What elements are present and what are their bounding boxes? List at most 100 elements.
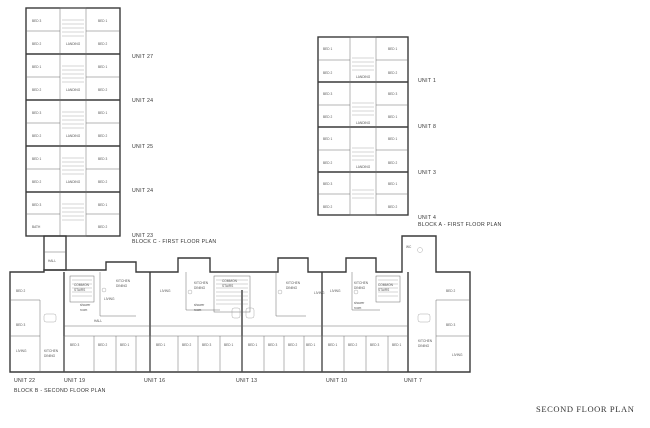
svg-text:BED 1: BED 1: [98, 65, 107, 69]
svg-text:BED 1: BED 1: [98, 203, 107, 207]
svg-text:shower: shower: [194, 303, 205, 307]
svg-text:LANDING: LANDING: [66, 88, 81, 92]
svg-text:STAIRS: STAIRS: [74, 288, 85, 292]
svg-text:BED 3: BED 3: [98, 157, 107, 161]
svg-text:shower: shower: [80, 303, 91, 307]
svg-text:BED 2: BED 2: [98, 225, 107, 229]
svg-text:BED 2: BED 2: [388, 205, 397, 209]
svg-text:BED 2: BED 2: [323, 115, 332, 119]
svg-text:BED 3: BED 3: [70, 343, 79, 347]
svg-text:BED 1: BED 1: [328, 343, 337, 347]
svg-text:BED 1: BED 1: [32, 65, 41, 69]
svg-text:KITCHEN: KITCHEN: [418, 339, 433, 343]
svg-text:BED 2: BED 2: [323, 205, 332, 209]
svg-text:KITCHEN: KITCHEN: [286, 281, 301, 285]
svg-text:BED 1: BED 1: [98, 19, 107, 23]
svg-text:BED 1: BED 1: [120, 343, 129, 347]
svg-text:STAIRS: STAIRS: [222, 284, 233, 288]
svg-text:BED 3: BED 3: [16, 323, 25, 327]
svg-text:LIVING: LIVING: [452, 353, 463, 357]
svg-text:BED 2: BED 2: [98, 180, 107, 184]
svg-text:LIVING: LIVING: [16, 349, 27, 353]
svg-text:KITCHEN: KITCHEN: [44, 349, 59, 353]
svg-text:LANDING: LANDING: [66, 134, 81, 138]
svg-text:BED 2: BED 2: [32, 134, 41, 138]
svg-text:BED 3: BED 3: [32, 203, 41, 207]
svg-text:LANDING: LANDING: [356, 121, 371, 125]
svg-text:DINING: DINING: [44, 354, 56, 358]
svg-text:BED 1: BED 1: [323, 137, 332, 141]
block-c-unit-label: UNIT 24: [132, 98, 153, 104]
svg-text:BED 2: BED 2: [348, 343, 357, 347]
svg-text:BATH: BATH: [32, 225, 41, 229]
block-b-unit-label: UNIT 16: [144, 378, 165, 384]
block-a-unit-label: UNIT 1: [418, 78, 436, 84]
svg-text:BED 2: BED 2: [32, 180, 41, 184]
svg-text:BED 2: BED 2: [288, 343, 297, 347]
svg-text:BED 2: BED 2: [388, 161, 397, 165]
svg-text:BED 2: BED 2: [98, 42, 107, 46]
svg-text:room: room: [194, 308, 202, 312]
svg-text:LIVING: LIVING: [160, 289, 171, 293]
svg-text:BED 1: BED 1: [388, 182, 397, 186]
svg-text:STAIRS: STAIRS: [378, 288, 389, 292]
svg-text:DINING: DINING: [116, 284, 128, 288]
svg-text:BED 1: BED 1: [248, 343, 257, 347]
svg-text:BED 3: BED 3: [446, 323, 455, 327]
block-a-caption: BLOCK A - FIRST FLOOR PLAN: [418, 222, 502, 228]
svg-text:BED 2: BED 2: [446, 289, 455, 293]
block-a-unit-label: UNIT 8: [418, 124, 436, 130]
svg-text:DINING: DINING: [194, 286, 206, 290]
block-c-unit-label: UNIT 27: [132, 54, 153, 60]
svg-text:COMMON: COMMON: [222, 279, 238, 283]
svg-text:BED 2: BED 2: [323, 71, 332, 75]
block-b-caption: BLOCK B - SECOND FLOOR PLAN: [14, 388, 106, 394]
svg-text:HALL: HALL: [94, 319, 102, 323]
block-b-unit-label: UNIT 22: [14, 378, 35, 384]
svg-text:LIVING: LIVING: [104, 297, 115, 301]
svg-text:LIVING: LIVING: [330, 289, 341, 293]
block-b-unit-label: UNIT 13: [236, 378, 257, 384]
svg-text:BED 2: BED 2: [98, 134, 107, 138]
svg-text:BED 3: BED 3: [32, 19, 41, 23]
block-c-unit-label: UNIT 23: [132, 233, 153, 239]
svg-text:BED 2: BED 2: [32, 42, 41, 46]
svg-text:BED 2: BED 2: [98, 88, 107, 92]
svg-text:LANDING: LANDING: [66, 42, 81, 46]
svg-text:BED 3: BED 3: [323, 92, 332, 96]
svg-text:LANDING: LANDING: [66, 180, 81, 184]
svg-text:BED 1: BED 1: [32, 157, 41, 161]
svg-text:BED 3: BED 3: [388, 92, 397, 96]
block-b-unit-label: UNIT 19: [64, 378, 85, 384]
svg-text:LIVING: LIVING: [314, 291, 325, 295]
svg-text:KITCHEN: KITCHEN: [116, 279, 131, 283]
block-b-unit-label: UNIT 10: [326, 378, 347, 384]
svg-text:HALL: HALL: [48, 259, 56, 263]
svg-text:KITCHEN: KITCHEN: [354, 281, 369, 285]
svg-text:KITCHEN: KITCHEN: [194, 281, 209, 285]
block-a-unit-label: UNIT 4: [418, 215, 436, 221]
svg-text:room: room: [354, 306, 362, 310]
drawing-title: SECOND FLOOR PLAN: [536, 404, 635, 414]
svg-text:DINING: DINING: [354, 286, 366, 290]
svg-text:BED 1: BED 1: [392, 343, 401, 347]
svg-text:BED 2: BED 2: [98, 343, 107, 347]
svg-text:BED 2: BED 2: [16, 289, 25, 293]
svg-text:BED 3: BED 3: [202, 343, 211, 347]
svg-text:BED 3: BED 3: [323, 182, 332, 186]
svg-text:BED 3: BED 3: [370, 343, 379, 347]
svg-text:BED 2: BED 2: [182, 343, 191, 347]
svg-text:shower: shower: [354, 301, 365, 305]
svg-text:COMMON: COMMON: [378, 283, 394, 287]
svg-text:BED 2: BED 2: [388, 71, 397, 75]
svg-text:BED 1: BED 1: [388, 115, 397, 119]
block-c-caption: BLOCK C - FIRST FLOOR PLAN: [132, 239, 216, 245]
svg-text:BED 1: BED 1: [224, 343, 233, 347]
block-c-unit-label: UNIT 25: [132, 144, 153, 150]
svg-text:BED 1: BED 1: [388, 47, 397, 51]
svg-text:BED 1: BED 1: [323, 47, 332, 51]
block-b-unit-label: UNIT 7: [404, 378, 422, 384]
svg-text:BED 3: BED 3: [268, 343, 277, 347]
svg-text:BED 1: BED 1: [306, 343, 315, 347]
